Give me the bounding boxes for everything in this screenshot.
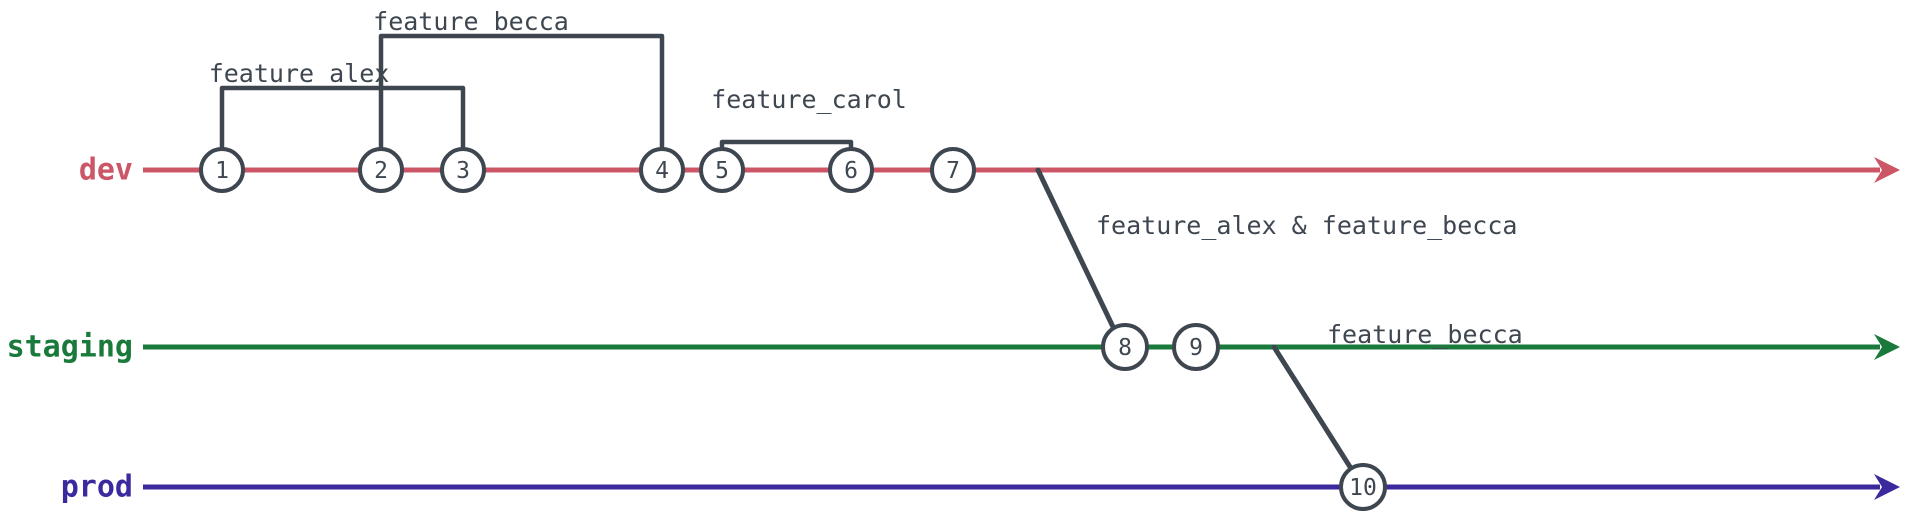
bracket-path-carol	[719, 139, 854, 152]
commit-circle-icon	[930, 147, 976, 193]
staging-arrowhead	[1874, 334, 1900, 360]
feature-label-becca: feature_becca	[373, 7, 569, 36]
commit-node-7[interactable]: 7	[930, 147, 976, 193]
commit-nodes-group: 1 2 3 4 5 6 7 8 9 10	[199, 147, 1387, 511]
branch-line-staging[interactable]	[143, 334, 1900, 360]
feature-bracket-carol[interactable]: feature_carol	[711, 85, 907, 152]
feature-bracket-alex[interactable]: feature_alex	[209, 59, 466, 152]
commit-circle-icon	[440, 147, 486, 193]
commit-node-8[interactable]: 8	[1101, 323, 1149, 371]
commit-node-10[interactable]: 10	[1339, 463, 1387, 511]
merge-dev-to-staging[interactable]: feature_alex & feature_becca	[1035, 167, 1517, 332]
branch-labels-group: dev staging prod	[7, 153, 133, 505]
commit-number-label: 10	[1349, 475, 1377, 501]
commit-number-label: 5	[715, 158, 729, 184]
merge-label-staging: feature_alex & feature_becca	[1096, 211, 1517, 240]
branch-lines-group	[143, 157, 1900, 500]
commit-node-3[interactable]: 3	[440, 147, 486, 193]
commit-number-label: 2	[374, 158, 388, 184]
commit-circle-icon	[1101, 323, 1149, 371]
commit-circle-icon	[358, 147, 404, 193]
merge-staging-to-prod[interactable]: feature_becca	[1271, 320, 1523, 473]
commit-number-label: 4	[655, 158, 669, 184]
commit-node-5[interactable]: 5	[699, 147, 745, 193]
commit-circle-icon	[199, 147, 245, 193]
commit-circle-icon	[828, 147, 874, 193]
commit-circle-icon	[639, 147, 685, 193]
commit-number-label: 7	[946, 158, 960, 184]
branch-label-staging: staging	[7, 330, 133, 365]
commit-number-label: 9	[1189, 335, 1203, 361]
merge-lines-group: feature_alex & feature_becca feature_bec…	[1035, 167, 1523, 473]
merge-line-prod	[1271, 344, 1355, 473]
dev-arrowhead	[1874, 157, 1900, 183]
feature-brackets-group: feature_alex feature_becca feature_carol	[209, 7, 907, 152]
commit-number-label: 3	[456, 158, 470, 184]
feature-label-carol: feature_carol	[711, 85, 907, 114]
branch-label-dev: dev	[79, 153, 133, 188]
commit-node-9[interactable]: 9	[1172, 323, 1220, 371]
commit-circle-icon	[1172, 323, 1220, 371]
commit-number-label: 1	[215, 158, 229, 184]
feature-bracket-becca[interactable]: feature_becca	[373, 7, 665, 152]
commit-node-4[interactable]: 4	[639, 147, 685, 193]
branch-label-prod: prod	[61, 470, 133, 505]
merge-label-prod: feature_becca	[1327, 320, 1523, 349]
commit-node-2[interactable]: 2	[358, 147, 404, 193]
commit-node-1[interactable]: 1	[199, 147, 245, 193]
commit-number-label: 8	[1118, 335, 1132, 361]
commit-node-6[interactable]: 6	[828, 147, 874, 193]
commit-circle-icon	[1339, 463, 1387, 511]
bracket-path-alex	[219, 85, 466, 152]
branch-line-prod[interactable]	[143, 474, 1900, 500]
branch-line-dev[interactable]	[143, 157, 1900, 183]
merge-line-staging	[1035, 167, 1117, 332]
prod-arrowhead	[1874, 474, 1900, 500]
feature-label-alex: feature_alex	[209, 59, 390, 88]
commit-circle-icon	[699, 147, 745, 193]
commit-number-label: 6	[844, 158, 858, 184]
bracket-path-becca	[378, 33, 665, 152]
